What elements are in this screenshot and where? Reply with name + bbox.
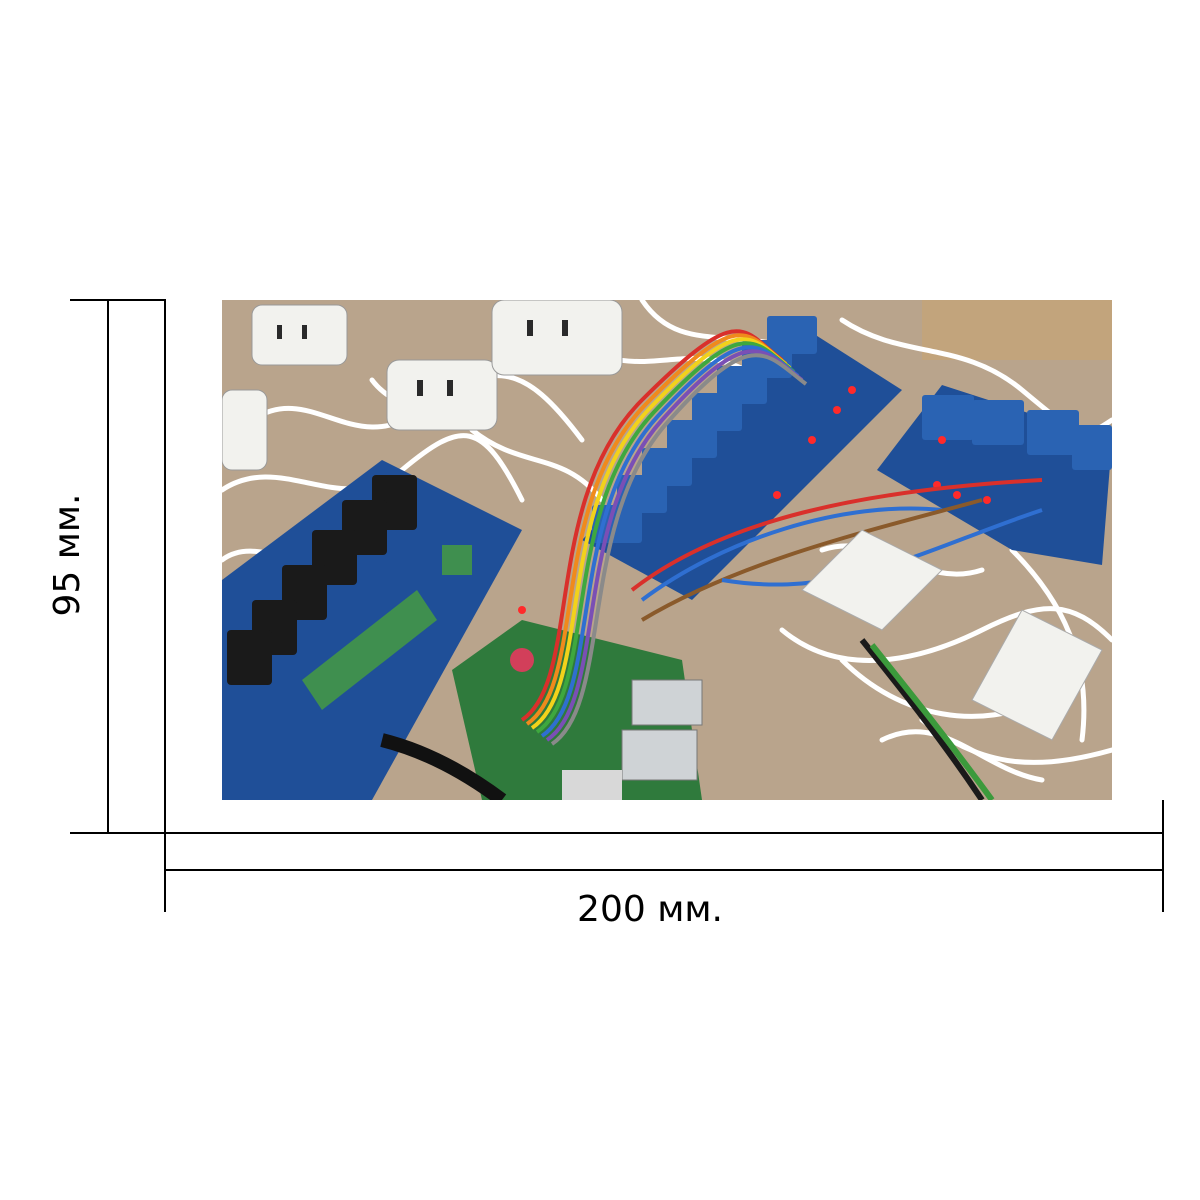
photo-illustration — [222, 300, 1112, 800]
height-dimension-text: 95 мм. — [47, 493, 88, 617]
height-dimension-line-outer — [107, 299, 109, 834]
usb-cable — [380, 733, 507, 800]
height-dimension-bottom-tick — [70, 832, 166, 834]
ground-cable — [859, 638, 995, 800]
width-dimension-right-tick — [1162, 800, 1164, 912]
wood-board — [922, 300, 1112, 360]
ribbon-cable — [520, 329, 808, 746]
solid-state-relay-board — [222, 460, 522, 800]
electrical-outlets — [222, 300, 623, 471]
height-dimension-top-tick — [70, 299, 166, 301]
height-dimension-line-inner — [164, 299, 166, 834]
terminal-blocks — [801, 529, 1103, 741]
product-photo — [222, 300, 1112, 800]
four-channel-relay-board — [877, 385, 1112, 565]
width-dimension-text: 200 мм. — [577, 889, 723, 930]
width-dimension-left-tick — [164, 800, 166, 912]
width-dimension-line-upper — [164, 832, 1164, 834]
width-dimension-line-lower — [164, 869, 1164, 871]
jumper-wires — [630, 478, 1043, 622]
